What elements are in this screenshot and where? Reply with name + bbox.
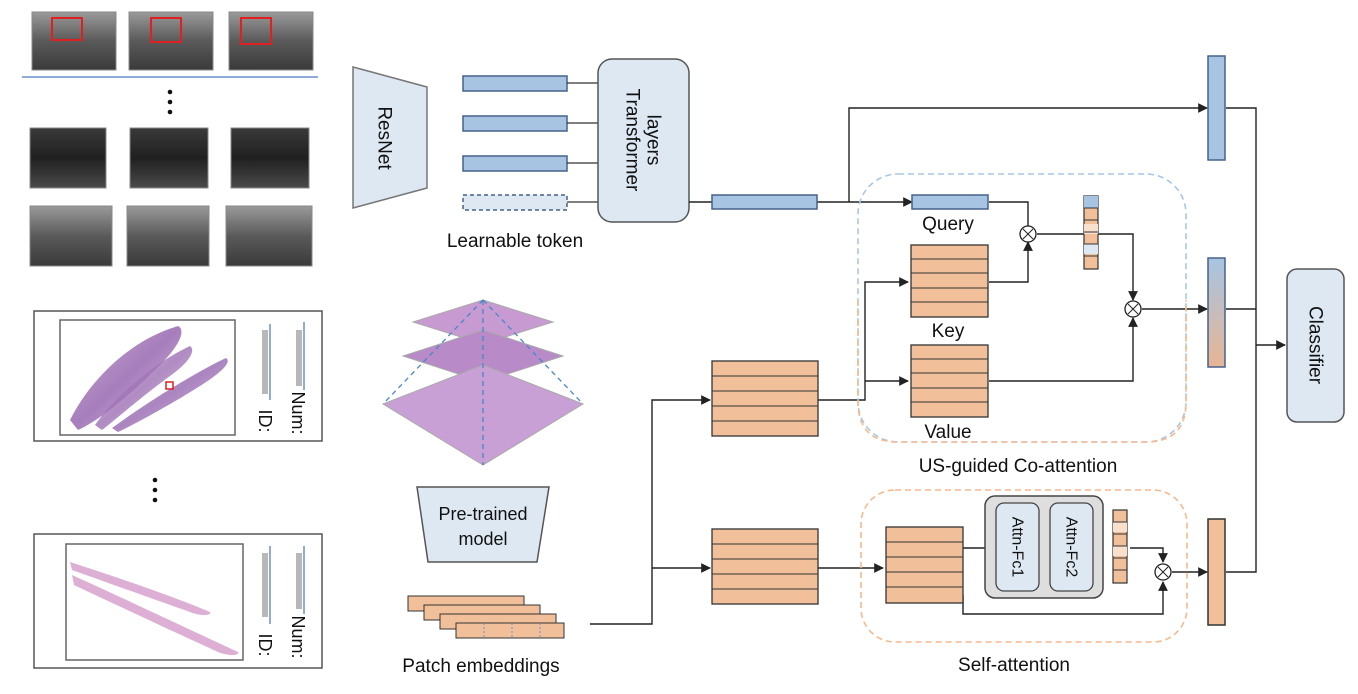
selfattn-feature-bar <box>1207 518 1226 626</box>
pretrained-label-line2: model <box>458 529 507 549</box>
selfattn-input-matrix <box>885 526 964 604</box>
query-label: Query <box>922 214 974 235</box>
transformer-label-line1: Transformer <box>622 89 643 192</box>
key-matrix <box>910 244 989 318</box>
classifier-label: Classifier <box>1305 306 1326 385</box>
attention-weights-column <box>1083 195 1099 270</box>
query-bar <box>911 194 989 210</box>
coattention-region <box>857 173 1187 443</box>
attn-fc1-label: Attn-Fc1 <box>1009 517 1026 578</box>
patch-pyramid <box>381 299 585 466</box>
slide1-num-label: Num: <box>288 391 308 434</box>
slide2-num-label: Num: <box>288 615 308 658</box>
transformer-label-line2: layers <box>643 115 664 166</box>
multiply-icon <box>1019 225 1037 243</box>
slide2-id-label: ID: <box>255 633 275 656</box>
attn-fc2-box <box>1049 502 1094 592</box>
patch-embedding-stack <box>407 595 565 639</box>
multiply-icon <box>1154 563 1172 581</box>
value-matrix <box>910 344 989 418</box>
multiply-icon <box>1124 300 1142 318</box>
slide1-id-label: ID: <box>255 409 275 432</box>
classifier-block <box>1286 268 1345 423</box>
patch-matrix-coattn <box>711 360 819 437</box>
selfattention-caption: Self-attention <box>958 655 1070 676</box>
coattention-caption: US-guided Co-attention <box>919 456 1118 477</box>
us-feature-bar <box>1207 55 1226 161</box>
selfattn-weights-column <box>1112 509 1128 584</box>
token-bars <box>462 75 598 211</box>
learnable-token-label: Learnable token <box>447 231 583 252</box>
attn-fc1-box <box>995 502 1040 592</box>
coattn-feature-bar <box>1207 257 1226 368</box>
ultrasound-images <box>22 11 318 267</box>
key-label: Key <box>932 321 965 342</box>
patch-matrix-selfattn <box>711 528 819 605</box>
resnet-block <box>352 66 428 209</box>
pretrained-block <box>416 486 550 563</box>
connectors <box>590 103 1286 625</box>
slide-card-1 <box>33 310 323 442</box>
selfattention-region <box>711 489 1188 643</box>
cls-token-bar <box>711 194 818 210</box>
slide-card-2 <box>33 533 323 669</box>
transformer-block <box>597 58 690 223</box>
value-label: Value <box>924 422 971 443</box>
attn-fc2-label: Attn-Fc2 <box>1063 517 1080 578</box>
resnet-label: ResNet <box>374 106 395 170</box>
patch-embeddings-label: Patch embeddings <box>402 656 559 677</box>
pretrained-label-line1: Pre-trained <box>438 504 527 524</box>
